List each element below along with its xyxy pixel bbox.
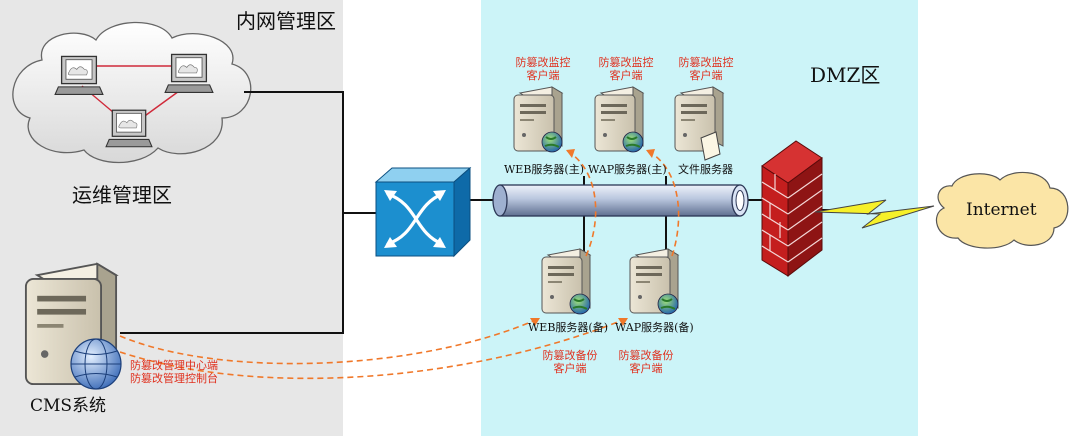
wap-backup-client-line2: 客户端: [629, 362, 663, 375]
ops-zone-label: 运维管理区: [72, 183, 172, 207]
globe-icon: [622, 131, 644, 153]
flow-arrowheads: [530, 149, 655, 326]
cms-role-1: 防篡改管理中心端: [130, 359, 218, 372]
sync-flows: [119, 149, 680, 380]
globe-icon: [657, 293, 679, 315]
lightning-icon: [814, 199, 935, 229]
cms-role-2: 防篡改管理控制台: [130, 372, 218, 385]
web-backup-label: WEB服务器(备): [528, 321, 609, 334]
intranet-zone-label: 内网管理区: [236, 9, 336, 33]
dmz-zone-label: DMZ区: [810, 63, 881, 87]
flow-cms-web-backup: [119, 317, 541, 365]
firewall-icon: [761, 140, 823, 278]
web-main-label: WEB服务器(主): [504, 163, 585, 176]
globe-icon: [569, 293, 591, 315]
web-backup-client-line2: 客户端: [553, 362, 587, 375]
wap-main-client-line2: 客户端: [609, 69, 643, 82]
globe-icon: [541, 131, 563, 153]
web-main-client-line2: 客户端: [526, 69, 560, 82]
wap-backup-client-line1: 防篡改备份: [618, 349, 674, 362]
flow-wap-backup-to-main: [645, 149, 680, 257]
file-icon: [700, 131, 721, 161]
backbone-bus: [492, 184, 749, 217]
cms-server-icon: [24, 262, 122, 390]
wap-backup-label: WAP服务器(备): [615, 321, 694, 334]
web-backup-client-line1: 防篡改备份: [542, 349, 598, 362]
internet-label: Internet: [966, 200, 1037, 220]
workstation-icon: [54, 55, 104, 96]
file-client-line1: 防篡改监控: [678, 56, 734, 69]
workstation-icon: [105, 109, 153, 148]
file-client-line2: 客户端: [689, 69, 723, 82]
wap-main-label: WAP服务器(主): [588, 163, 667, 176]
cms-label: CMS系统: [30, 396, 107, 416]
wap-main-client-line1: 防篡改监控: [598, 56, 654, 69]
switch-icon: [374, 166, 472, 258]
cloud-icon: [935, 171, 1069, 249]
flow-cms-wap-backup: [119, 317, 629, 380]
workstation-icon: [164, 53, 214, 94]
dmz-zone: [481, 0, 918, 436]
flow-web-backup-to-main: [565, 149, 597, 257]
web-main-client-line1: 防篡改监控: [515, 56, 571, 69]
file-server-label: 文件服务器: [678, 163, 733, 176]
